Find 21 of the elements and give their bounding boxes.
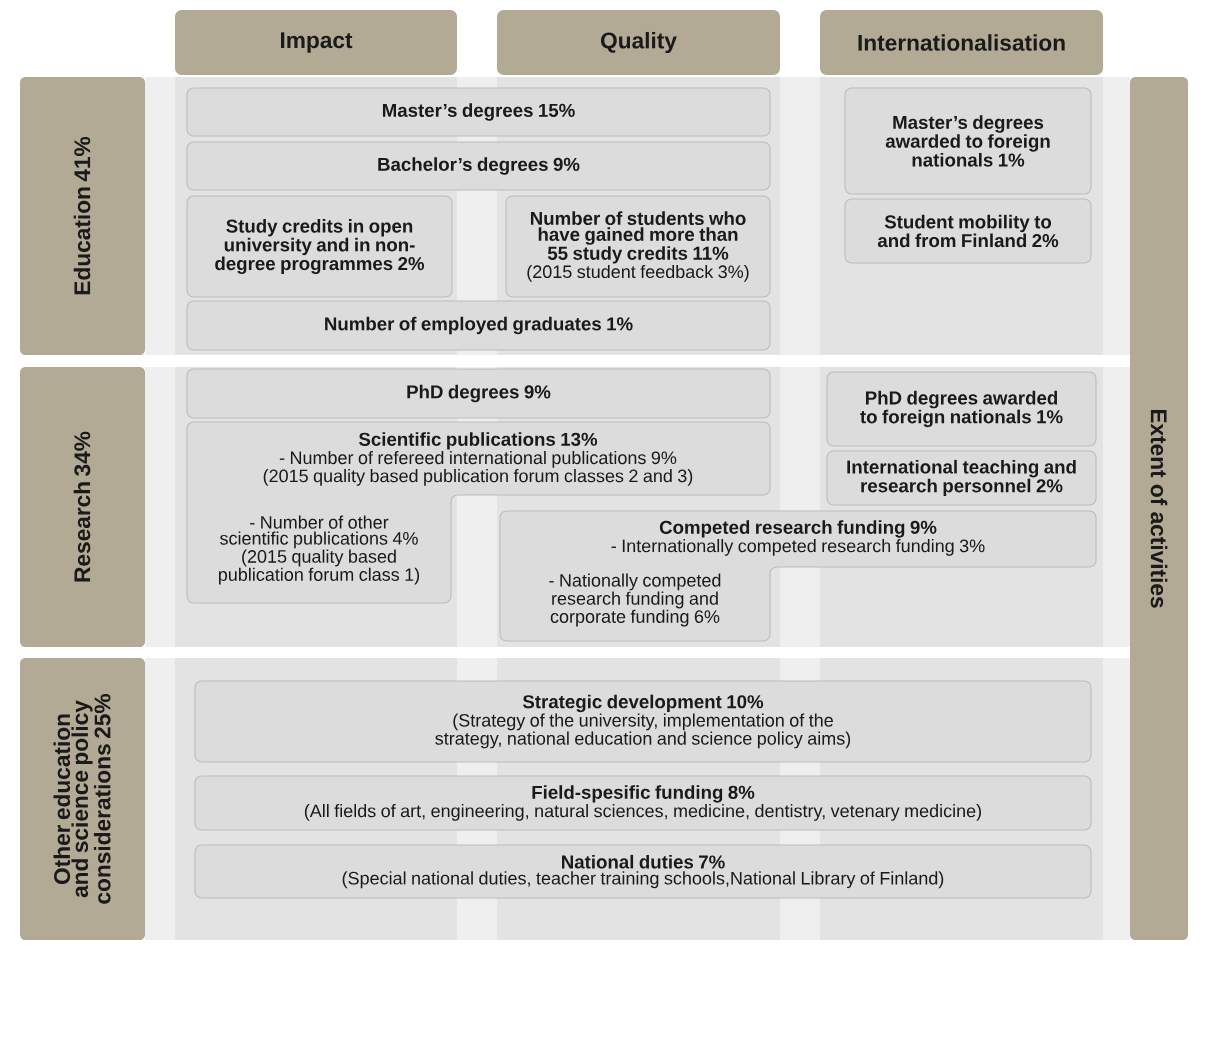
node-label: Other education and science policy considerations 25% [53, 694, 111, 904]
column-header: Quality [497, 10, 780, 75]
indicator-box: PhD degrees awarded to foreign nationals 1% [826, 371, 1097, 447]
indicator-box: Number of employed graduates 1% [186, 300, 771, 351]
indicator-box: International teaching and research personnel 2% [826, 450, 1097, 506]
indicator-box: Number of students who have gained more than 55 study credits 11% (2015 student feedback 3%) [505, 195, 771, 298]
indicator-box: Master’s degrees awarded to foreign nationals 1% [844, 87, 1092, 195]
indicator-box: Competed research funding 9% - Internationally competed research funding 3% - Nationally competed research funding and corporate funding 6% [499, 510, 1097, 642]
column-header: Impact [175, 10, 457, 75]
indicator-box: Master’s degrees 15% [186, 87, 771, 137]
node-label: Education 41% [73, 136, 91, 295]
indicator-box: National duties 7% (Special national duties, teacher training schools,National Library of Finland) [194, 844, 1092, 899]
indicator-box: Student mobility to and from Finland 2% [844, 198, 1092, 264]
node-label: Research 34% [73, 431, 91, 582]
column-header: Internationalisation [820, 10, 1103, 75]
indicator-box: Bachelor’s degrees 9% [186, 141, 771, 191]
indicator-box: Study credits in open university and in non-degree programmes 2% [186, 195, 453, 298]
indicator-box: Field-spesific funding 8% (All fields of art, engineering, natural sciences, medicine, dentistry, vetenary medicine) [194, 775, 1092, 831]
indicator-box: PhD degrees 9% [186, 368, 771, 419]
indicator-box: Strategic development 10% (Strategy of the university, implementation of the strategy, national education and science policy aims) [194, 680, 1092, 763]
side-band: Extent of activities [1130, 77, 1188, 940]
